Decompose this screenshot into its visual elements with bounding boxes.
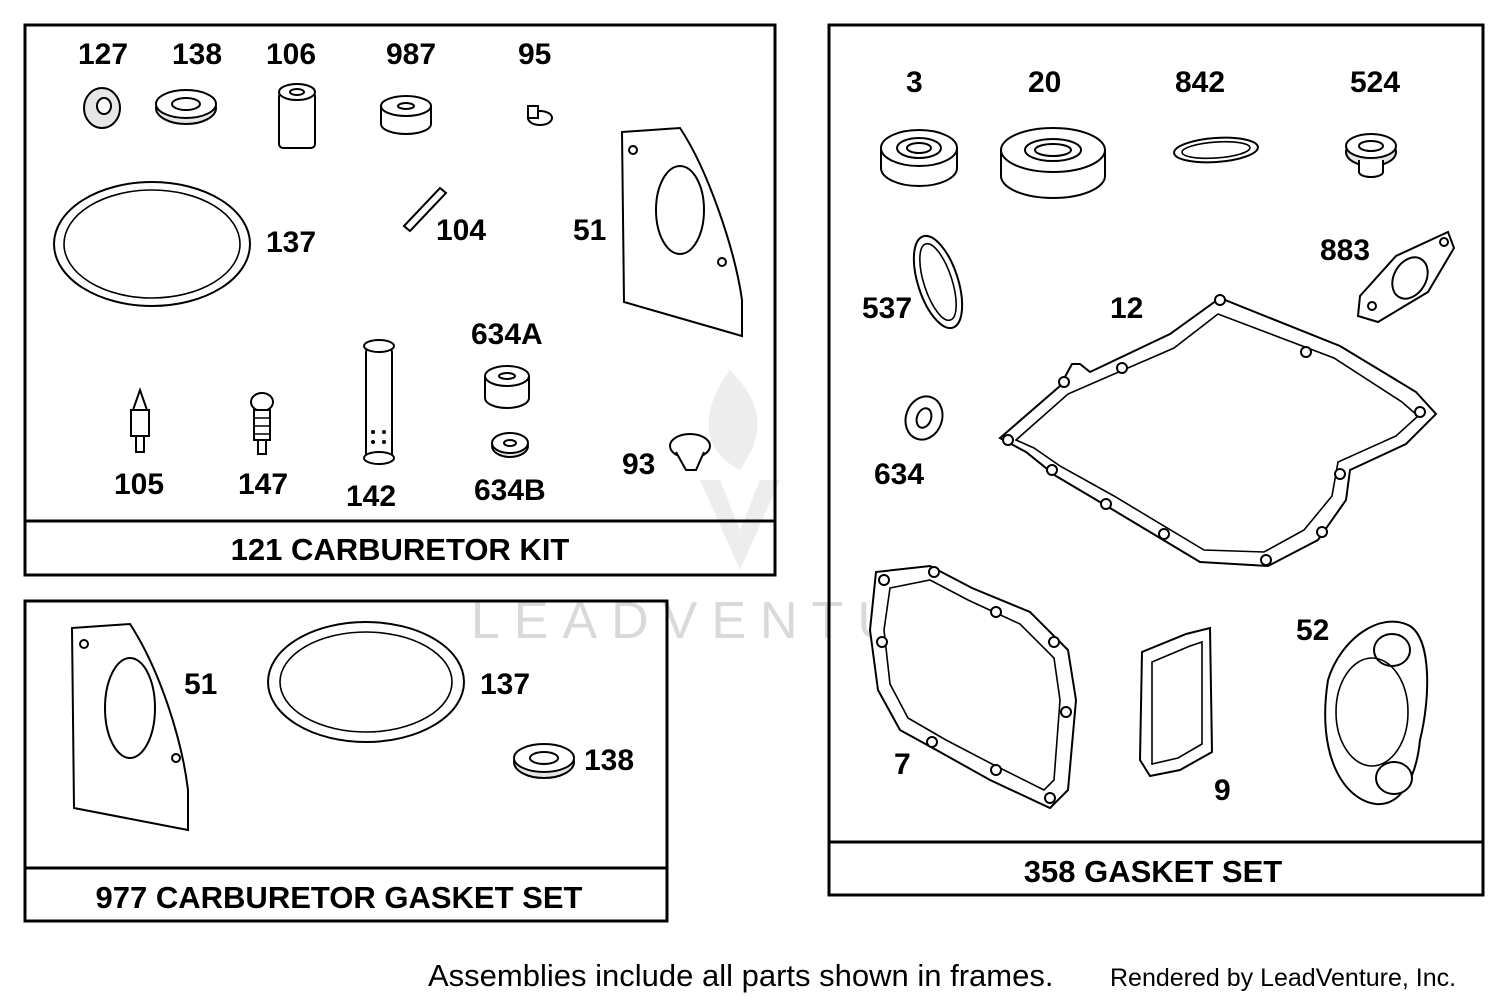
part-987-spacer[interactable] <box>380 95 432 135</box>
part-104-pin[interactable] <box>402 186 448 233</box>
part-138-seal[interactable] <box>513 743 575 779</box>
label-634: 634 <box>874 458 924 491</box>
label-524: 524 <box>1350 66 1400 99</box>
label-142: 142 <box>346 480 396 513</box>
part-842-oring[interactable] <box>1173 135 1259 165</box>
part-106-bushing[interactable] <box>278 83 316 149</box>
part-9-gasket[interactable] <box>1138 626 1214 778</box>
part-127-washer[interactable] <box>83 87 121 129</box>
label-138: 138 <box>584 744 634 777</box>
part-138-seal[interactable] <box>155 89 217 125</box>
label-95: 95 <box>518 38 551 71</box>
label-987: 987 <box>386 38 436 71</box>
part-95-screw[interactable] <box>527 105 553 126</box>
part-537-oring[interactable] <box>904 230 972 334</box>
part-51-gasket[interactable] <box>70 622 189 832</box>
frame-gasket-set: 358 GASKET SET 3 20 842 <box>827 23 1485 897</box>
frame-title: 358 GASKET SET <box>1024 854 1282 889</box>
label-883: 883 <box>1320 234 1370 267</box>
label-51: 51 <box>184 668 217 701</box>
label-106: 106 <box>266 38 316 71</box>
label-3: 3 <box>906 66 923 99</box>
part-52-intake-gasket[interactable] <box>1324 620 1429 806</box>
part-634-washer[interactable] <box>900 391 949 445</box>
label-93: 93 <box>622 448 655 481</box>
part-137-oring[interactable] <box>53 181 251 307</box>
part-3-oil-seal[interactable] <box>880 129 958 187</box>
part-7-cover-gasket[interactable] <box>868 564 1078 810</box>
part-12-crankcase-gasket[interactable] <box>998 294 1438 568</box>
label-138: 138 <box>172 38 222 71</box>
frame-carburetor-gasket-set: 977 CARBURETOR GASKET SET 51 137 138 <box>23 599 669 923</box>
frame-title: 977 CARBURETOR GASKET SET <box>96 880 583 915</box>
part-883-gasket[interactable] <box>1356 230 1456 324</box>
part-142-tube[interactable] <box>363 339 395 465</box>
part-105-needle[interactable] <box>130 386 150 453</box>
frame-title: 121 CARBURETOR KIT <box>231 532 570 567</box>
part-634a-spacer[interactable] <box>484 365 530 409</box>
footer-credit: Rendered by LeadVenture, Inc. <box>1110 964 1456 992</box>
label-104: 104 <box>436 214 486 247</box>
label-51: 51 <box>573 214 606 247</box>
part-93-valve[interactable] <box>669 433 711 471</box>
label-537: 537 <box>862 292 912 325</box>
label-52: 52 <box>1296 614 1329 647</box>
label-7: 7 <box>894 748 911 781</box>
part-51-gasket[interactable] <box>620 126 743 338</box>
frame-carburetor-kit: 121 CARBURETOR KIT 127 138 106 987 <box>23 23 777 577</box>
footer-note: Assemblies include all parts shown in fr… <box>428 958 1053 993</box>
label-634b: 634B <box>474 474 546 507</box>
part-147-screw[interactable] <box>250 392 274 455</box>
watermark-logo-icon <box>700 370 780 570</box>
label-842: 842 <box>1175 66 1225 99</box>
part-20-oil-seal[interactable] <box>1000 127 1106 199</box>
label-147: 147 <box>238 468 288 501</box>
part-137-oring[interactable] <box>267 621 465 743</box>
label-20: 20 <box>1028 66 1061 99</box>
label-127: 127 <box>78 38 128 71</box>
label-634a: 634A <box>471 318 543 351</box>
label-137: 137 <box>266 226 316 259</box>
label-105: 105 <box>114 468 164 501</box>
frame-border <box>23 23 777 577</box>
frame-border <box>827 23 1485 897</box>
label-12: 12 <box>1110 292 1143 325</box>
part-524-plug[interactable] <box>1345 133 1397 178</box>
frame-border <box>23 599 669 923</box>
label-9: 9 <box>1214 774 1231 807</box>
part-634b-washer[interactable] <box>491 432 529 458</box>
label-137: 137 <box>480 668 530 701</box>
